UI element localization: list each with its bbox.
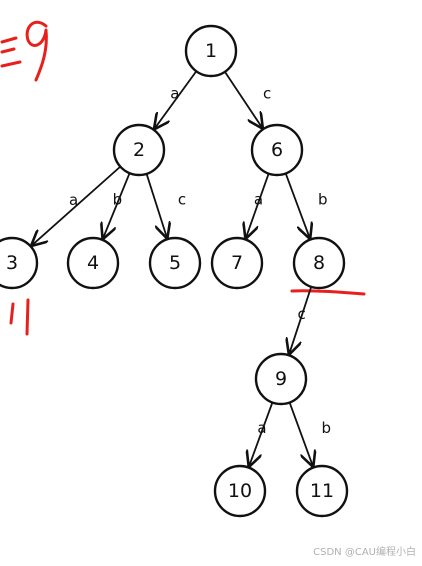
edge-label-1-6: c [263, 85, 271, 103]
edge-1-2 [155, 70, 198, 128]
edge-2-3 [32, 165, 122, 245]
edge-label-6-7: a [254, 191, 263, 209]
node-label-1: 1 [205, 40, 217, 62]
node-circle-4 [66, 236, 120, 290]
edge-label-2-4: b [113, 191, 123, 209]
node-label-4: 4 [87, 252, 99, 274]
node-label-2: 2 [133, 139, 145, 161]
edges-layer: a c a b c a b c a b [32, 70, 332, 465]
edge-label-9-11: b [322, 419, 332, 437]
node-6: 6 [250, 123, 304, 177]
node-1: 1 [184, 24, 238, 78]
node-label-5: 5 [169, 252, 181, 274]
edge-label-1-2: a [170, 85, 179, 103]
node-7: 7 [210, 236, 264, 290]
nodes-layer: 1 2 6 3 4 5 7 8 9 10 11 [0, 24, 349, 518]
edge-label-8-9: c [297, 305, 305, 323]
edge-6-7 [246, 172, 270, 238]
node-circle-8 [292, 236, 346, 290]
node-circle-5 [148, 236, 202, 290]
node-circle-11 [295, 464, 349, 518]
edge-label-9-10: a [257, 419, 266, 437]
node-5: 5 [148, 236, 202, 290]
edge-8-9 [289, 285, 313, 354]
edge-label-6-8: b [318, 191, 328, 209]
edge-label-2-3: a [69, 191, 78, 209]
node-4: 4 [66, 236, 120, 290]
watermark: CSDN @CAU编程小白 [313, 547, 416, 558]
node-circle-1 [184, 24, 238, 78]
red-underline-node-8 [290, 289, 366, 296]
node-circle-10 [213, 464, 267, 518]
node-circle-7 [210, 236, 264, 290]
node-circle-9 [254, 352, 308, 406]
edge-label-2-5: c [178, 191, 186, 209]
node-circle-6 [250, 123, 304, 177]
node-label-10: 10 [228, 480, 252, 502]
edge-2-4 [103, 172, 131, 238]
node-label-8: 8 [313, 252, 325, 274]
handwritten-eleven [9, 298, 30, 336]
node-label-7: 7 [231, 252, 243, 274]
node-circle-2 [112, 123, 166, 177]
handwritten-equals-nine [0, 20, 48, 82]
node-label-11: 11 [310, 480, 334, 502]
node-label-9: 9 [275, 368, 287, 390]
node-label-6: 6 [271, 139, 283, 161]
edge-6-8 [284, 172, 310, 237]
node-9: 9 [254, 352, 308, 406]
node-2: 2 [112, 123, 166, 177]
node-circle-3 [0, 236, 39, 290]
edge-9-10 [249, 401, 274, 465]
edge-2-5 [145, 172, 167, 237]
node-10: 10 [213, 464, 267, 518]
node-3: 3 [0, 236, 39, 290]
edge-1-6 [223, 70, 262, 128]
edge-9-11 [288, 401, 313, 465]
node-8: 8 [292, 236, 346, 290]
node-label-3: 3 [6, 252, 18, 274]
node-11: 11 [295, 464, 349, 518]
